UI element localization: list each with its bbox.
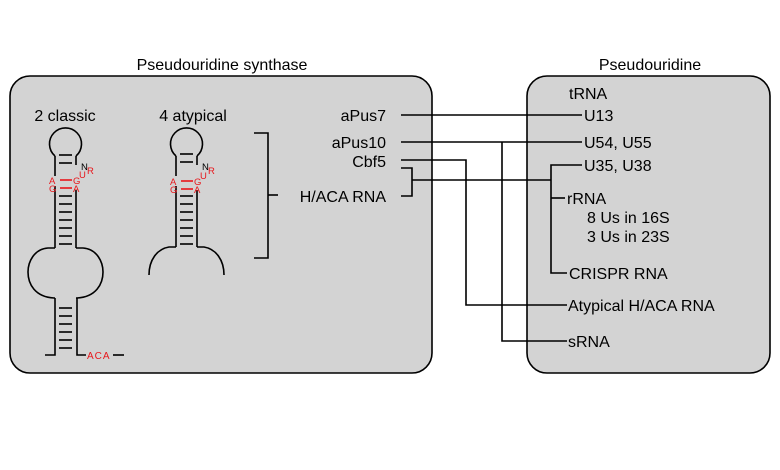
target-crispr-rna: CRISPR RNA [569, 266, 668, 283]
atypical-arc-right [197, 246, 225, 276]
target-u54-u55: U54, U55 [584, 135, 652, 152]
enzyme-apus10: aPus10 [332, 135, 386, 152]
connections [401, 114, 582, 342]
atypical-arc-left [148, 246, 176, 276]
target-16s: 8 Us in 16S [587, 210, 670, 227]
enzyme-apus7: aPus7 [341, 108, 386, 125]
target-u13: U13 [584, 108, 613, 125]
nt-a: A [49, 176, 56, 187]
classic-label: 2 classic [34, 108, 95, 125]
synthase-panel [9, 75, 433, 374]
nt-g: G [49, 184, 56, 195]
pseudouridine-title: Pseudouridine [599, 57, 701, 74]
nt-a-right: A [73, 184, 80, 195]
atypical-rungs [180, 153, 193, 245]
enzyme-haca-rna: H/ACA RNA [300, 189, 387, 206]
link-complex-u35-crispr [550, 164, 582, 274]
atypical-stem-loop: A G G A U R N [148, 127, 225, 276]
link-cbf5-atypical [401, 159, 567, 306]
classic-pocket-left [27, 247, 55, 299]
nt-u: U [200, 171, 207, 182]
nt-r: R [208, 166, 215, 177]
classic-stem-loop: A G G A U R N ACA [27, 127, 124, 362]
target-u35-u38: U35, U38 [584, 158, 652, 175]
pseudouridine-panel [526, 75, 771, 374]
nt-a: A [170, 177, 177, 188]
classic-apical-loop [48, 127, 83, 157]
atypical-apical-loop [169, 127, 204, 157]
cbf5-haca-bracket [401, 167, 413, 197]
classic-upper-rungs [59, 154, 72, 245]
classic-lower-rungs [59, 307, 72, 349]
synthase-title: Pseudouridine synthase [137, 57, 308, 74]
target-trna: tRNA [569, 86, 608, 103]
nt-n: N [202, 162, 209, 173]
target-rrna: rRNA [567, 191, 606, 208]
nt-g-right: G [73, 176, 80, 187]
atypical-label: 4 atypical [159, 108, 227, 125]
nt-a-right: A [194, 185, 201, 196]
nt-g-right: G [194, 177, 201, 188]
link-apus10-srna [501, 142, 567, 342]
aca-box: ACA [87, 351, 111, 362]
target-atypical-haca: Atypical H/ACA RNA [568, 298, 715, 315]
enzyme-cbf5: Cbf5 [352, 154, 386, 171]
nt-r: R [87, 166, 94, 177]
nt-u: U [79, 170, 86, 181]
target-23s: 3 Us in 23S [587, 229, 670, 246]
target-srna: sRNA [568, 334, 610, 351]
nt-g: G [170, 185, 177, 196]
nt-n: N [81, 162, 88, 173]
classic-pocket-right [76, 247, 104, 299]
